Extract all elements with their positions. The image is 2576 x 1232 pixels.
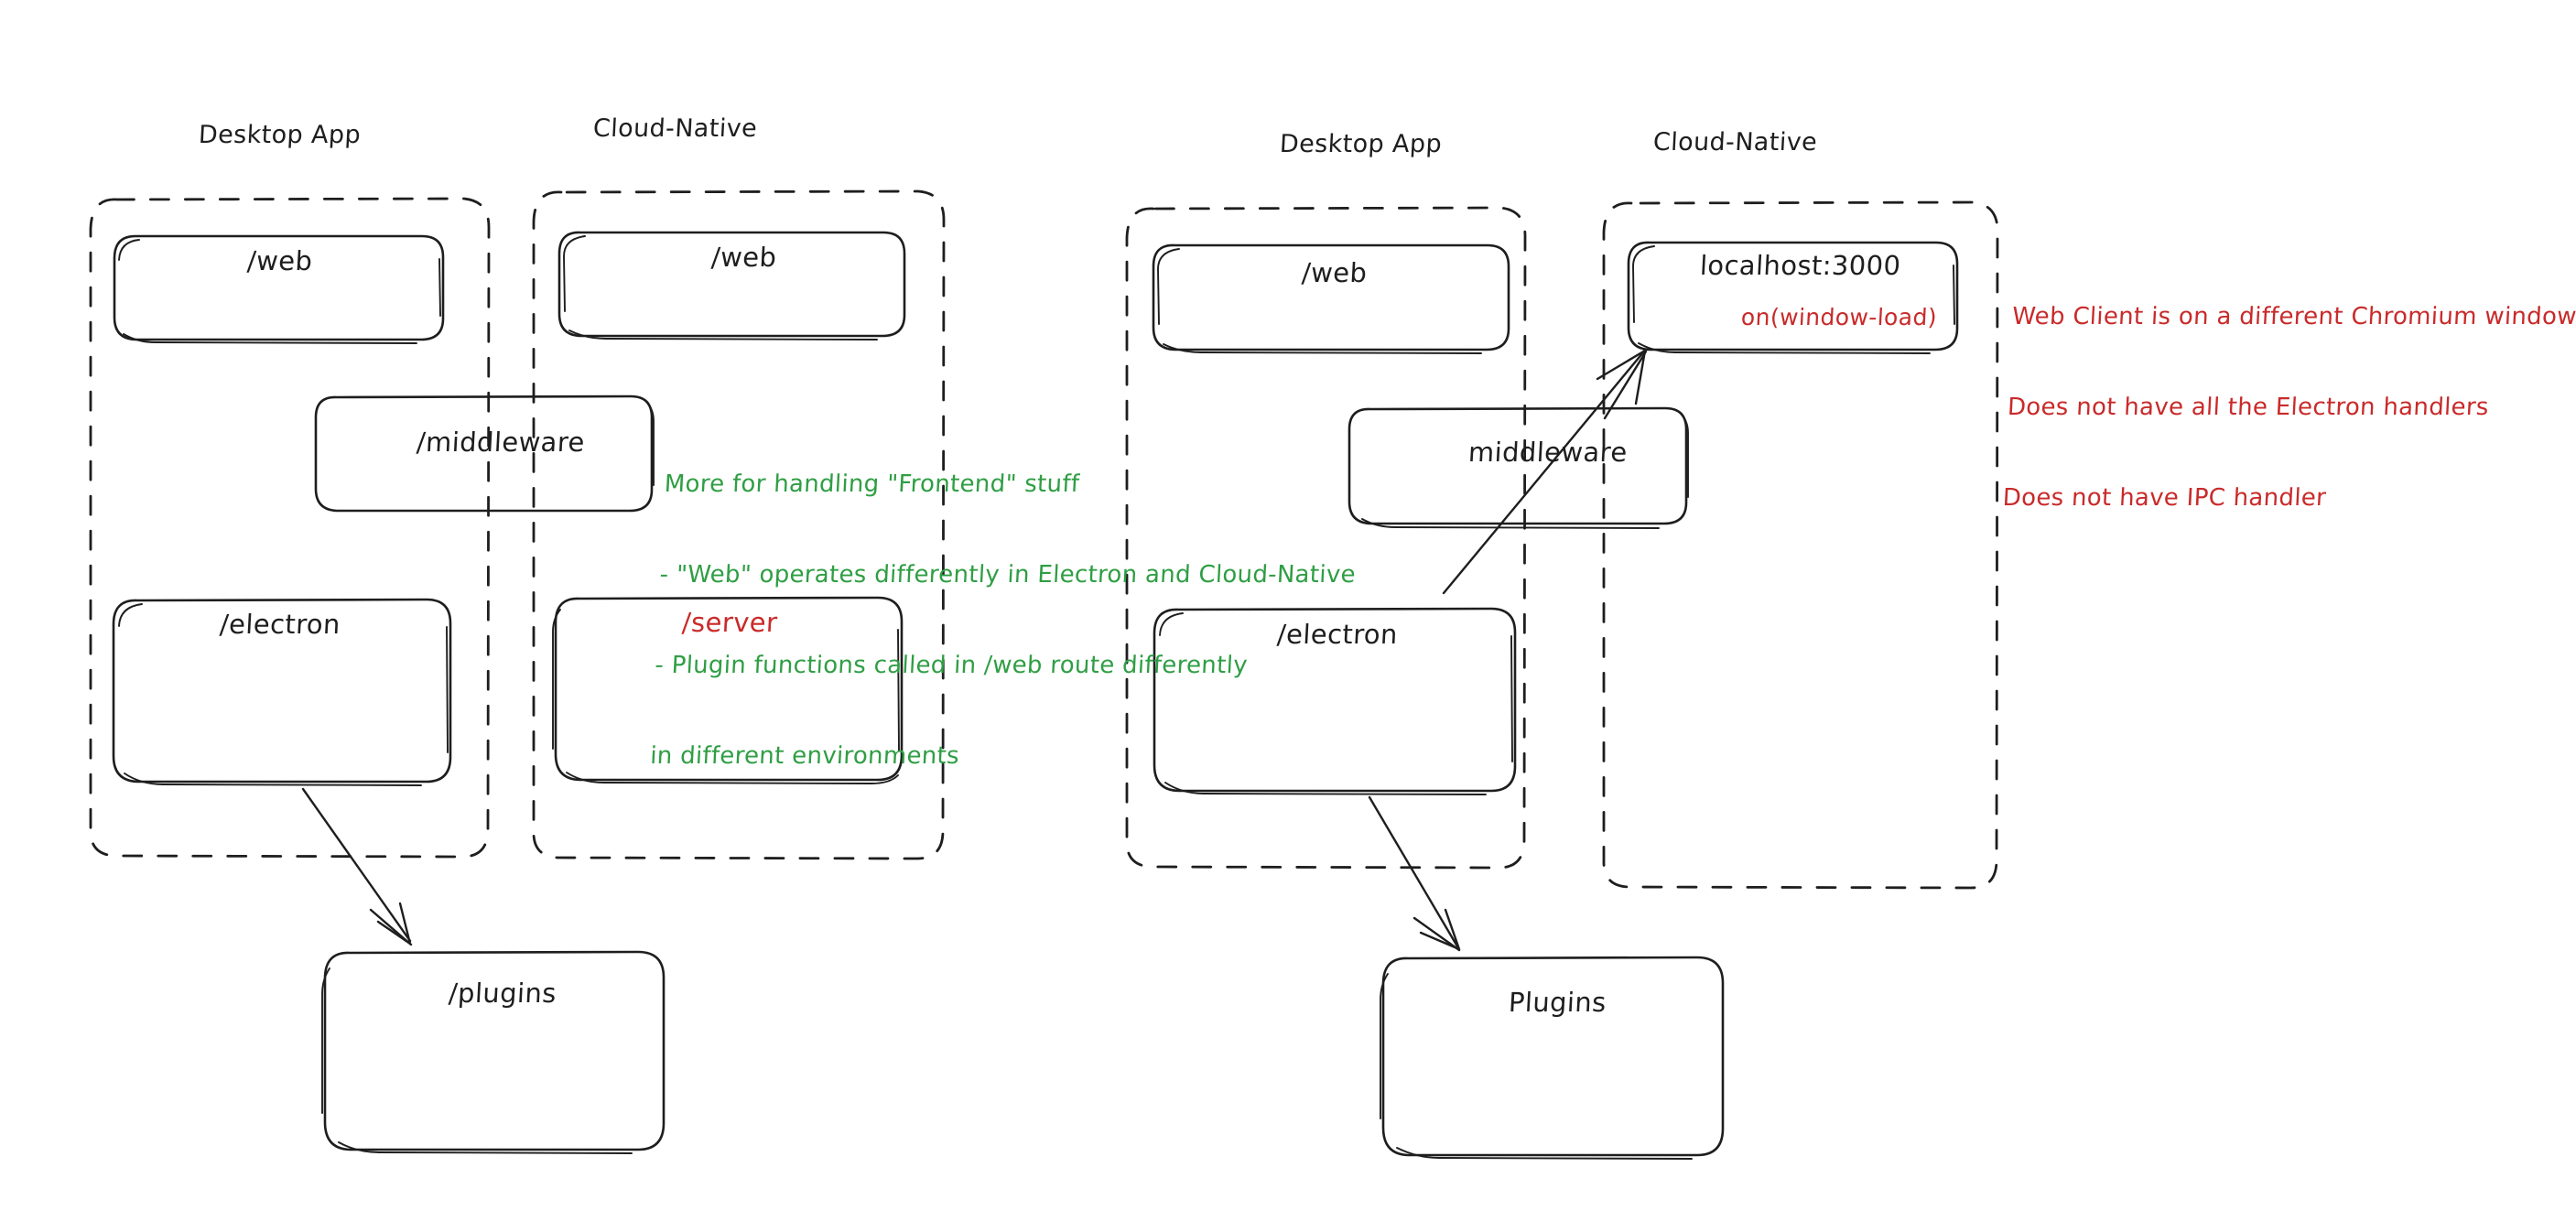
right-desktop-group-label: Desktop App xyxy=(1279,130,1443,158)
left-arrow-electron-to-plugins xyxy=(301,787,413,946)
right-arrow-electron-to-plugins xyxy=(1368,795,1461,952)
right-cloud-group-label: Cloud-Native xyxy=(1652,128,1818,157)
left-web-cloud-box xyxy=(557,231,906,340)
left-server-box xyxy=(552,596,904,784)
left-middleware-box xyxy=(314,394,655,513)
left-desktop-group-outline xyxy=(89,197,491,859)
right-arrow-electron-to-localhost xyxy=(1442,349,1648,595)
green-note-line-1: More for handling "Frontend" stuff xyxy=(664,470,1081,498)
left-cloud-group-label: Cloud-Native xyxy=(592,114,758,143)
left-middleware-label: /middleware xyxy=(416,427,586,458)
left-web-desktop-box xyxy=(113,234,445,344)
right-electron-box xyxy=(1153,607,1517,795)
right-desktop-group-outline xyxy=(1125,206,1527,870)
right-middleware-label: middleware xyxy=(1467,437,1629,468)
right-localhost-label: localhost:3000 xyxy=(1699,250,1902,281)
red-note-line-1: Web Client is on a different Chromium wi… xyxy=(2011,303,2576,330)
left-plugins-label: /plugins xyxy=(448,978,557,1009)
left-plugins-box xyxy=(321,950,666,1154)
right-web-box xyxy=(1152,243,1510,354)
red-annotation-note: Web Client is on a different Chromium wi… xyxy=(1998,242,2576,574)
right-electron-label: /electron xyxy=(1276,619,1399,650)
right-cloud-group-outline xyxy=(1602,200,1999,890)
right-web-label: /web xyxy=(1301,257,1369,288)
green-note-line-4: in different environments xyxy=(649,742,960,770)
left-electron-box xyxy=(112,598,452,786)
left-desktop-group-label: Desktop App xyxy=(198,121,362,149)
right-plugins-box xyxy=(1380,956,1725,1160)
left-cloud-group-outline xyxy=(532,189,946,860)
right-onwindowload-label: on(window-load) xyxy=(1740,304,1938,330)
green-annotation-note: More for handling "Frontend" stuff - "We… xyxy=(646,409,1364,832)
left-web-desktop-label: /web xyxy=(246,245,314,276)
left-electron-label: /electron xyxy=(219,609,341,640)
left-web-cloud-label: /web xyxy=(710,242,778,273)
green-note-line-3: - Plugin functions called in /web route … xyxy=(654,652,1249,679)
red-note-line-3: Does not have IPC handler xyxy=(2002,484,2327,512)
green-note-line-2: - "Web" operates differently in Electron… xyxy=(658,561,1357,589)
right-middleware-box xyxy=(1348,406,1689,529)
right-localhost-box xyxy=(1627,241,1959,354)
right-plugins-label: Plugins xyxy=(1508,987,1607,1018)
red-note-line-2: Does not have all the Electron handlers xyxy=(2007,394,2490,421)
